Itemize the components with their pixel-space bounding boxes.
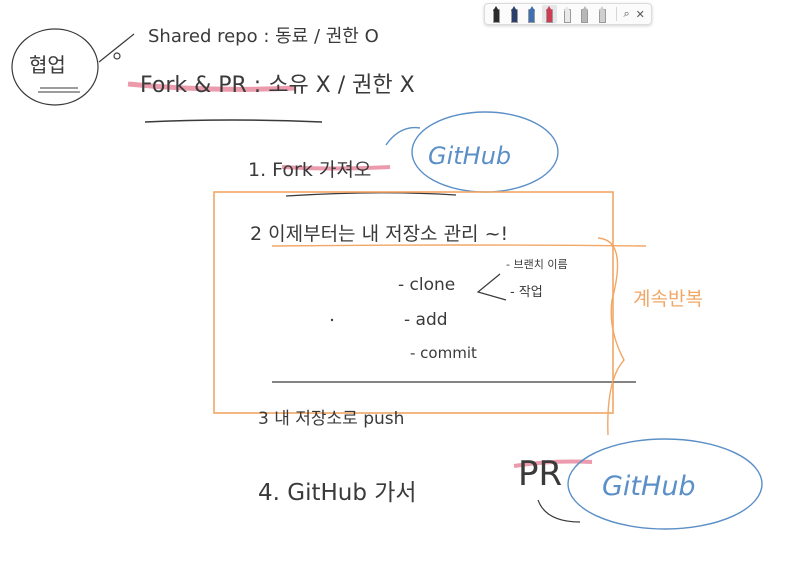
work-note: - 작업 [510,285,543,300]
toolbar-separator [615,7,617,21]
fork-highlight [127,81,297,92]
pr-text: PR [518,454,562,494]
side-note-text: 계속반복 [633,288,703,310]
github-bubble-2-text: GitHub [602,471,696,502]
pen-blue-icon[interactable] [524,5,539,23]
lasso-icon[interactable]: ⌕ [623,7,630,20]
step1-underline [285,192,457,197]
stray-dot [330,318,334,322]
fork-pr-text: Fork & PR : 소유 X / 권한 X [140,73,415,98]
step2-underline [271,244,647,247]
loop-box [213,191,614,414]
step3-text: 3 내 저장소로 push [258,409,404,429]
pen-black-icon[interactable] [489,5,504,23]
pen-tip [528,6,535,11]
pr-highlight [513,459,593,468]
title-circle [11,28,99,106]
clone-text: - clone [398,275,455,295]
pen-tip [599,6,606,11]
pr-arrow [537,499,581,523]
shared-repo-text: Shared repo : 동료 / 권한 O [148,26,379,47]
commit-text: - commit [410,344,477,362]
step4-text: 4. GitHub 가서 [258,480,417,506]
fork-underline [144,119,323,123]
pen-tip [581,6,588,11]
highlighter-white-icon[interactable] [560,5,575,23]
bullet-dot [113,52,121,60]
clone-branch-arrow [476,273,507,301]
step1-highlight [281,165,391,171]
add-text: - add [404,310,448,330]
pen-red-icon[interactable] [542,5,557,23]
loop-brace [597,237,625,436]
step1-text: 1. Fork 가져오 [248,159,371,181]
github-arrow-1 [385,126,421,146]
highlighter-gray-icon[interactable] [577,5,592,23]
pen-darkblue-icon[interactable] [507,5,522,23]
github-bubble-2 [567,438,763,530]
title-circle-text: 협업 [29,53,66,77]
pen-toolbar: ⌕✕ [484,3,652,25]
highlighter-gray2-icon[interactable] [595,5,610,23]
pen-tip [564,6,571,11]
close-icon[interactable]: ✕ [635,7,645,21]
branch-note: - 브랜치 이름 [506,258,568,271]
pen-tip [511,6,517,11]
pen-tip [493,6,500,11]
arrow-shared [98,33,135,63]
pen-tip [546,6,553,11]
step2-text: 2 이제부터는 내 저장소 관리 ~! [250,223,508,245]
github-bubble-1-text: GitHub [428,142,511,170]
